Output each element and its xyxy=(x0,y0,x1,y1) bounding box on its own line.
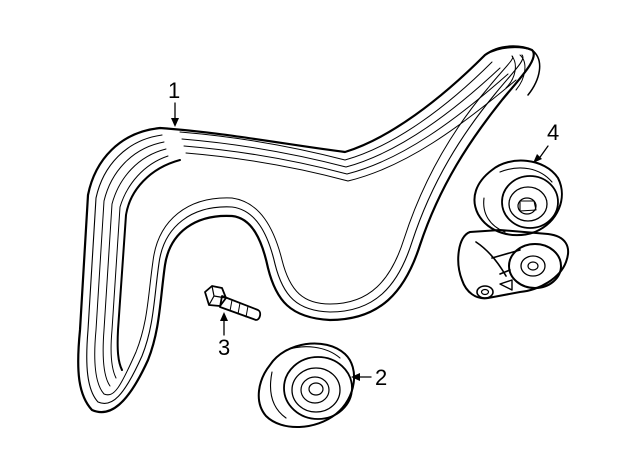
callout-label-tensioner: 4 xyxy=(547,120,559,145)
callout-1: 1 xyxy=(168,78,180,127)
serpentine-belt xyxy=(77,45,541,414)
callout-3: 3 xyxy=(218,312,230,360)
bolt xyxy=(204,285,262,321)
callout-4: 4 xyxy=(533,120,559,163)
arrowhead-tensioner xyxy=(533,154,542,163)
callout-label-bolt: 3 xyxy=(218,335,230,360)
callout-2: 2 xyxy=(351,365,387,390)
callout-label-belt: 1 xyxy=(168,78,180,103)
arrowhead-bolt xyxy=(220,312,228,321)
callout-label-idler-pulley: 2 xyxy=(375,365,387,390)
idler-pulley xyxy=(257,342,356,428)
arrowhead-belt xyxy=(171,118,179,127)
belt-tensioner xyxy=(457,159,570,300)
arrowhead-idler-pulley xyxy=(351,373,360,381)
